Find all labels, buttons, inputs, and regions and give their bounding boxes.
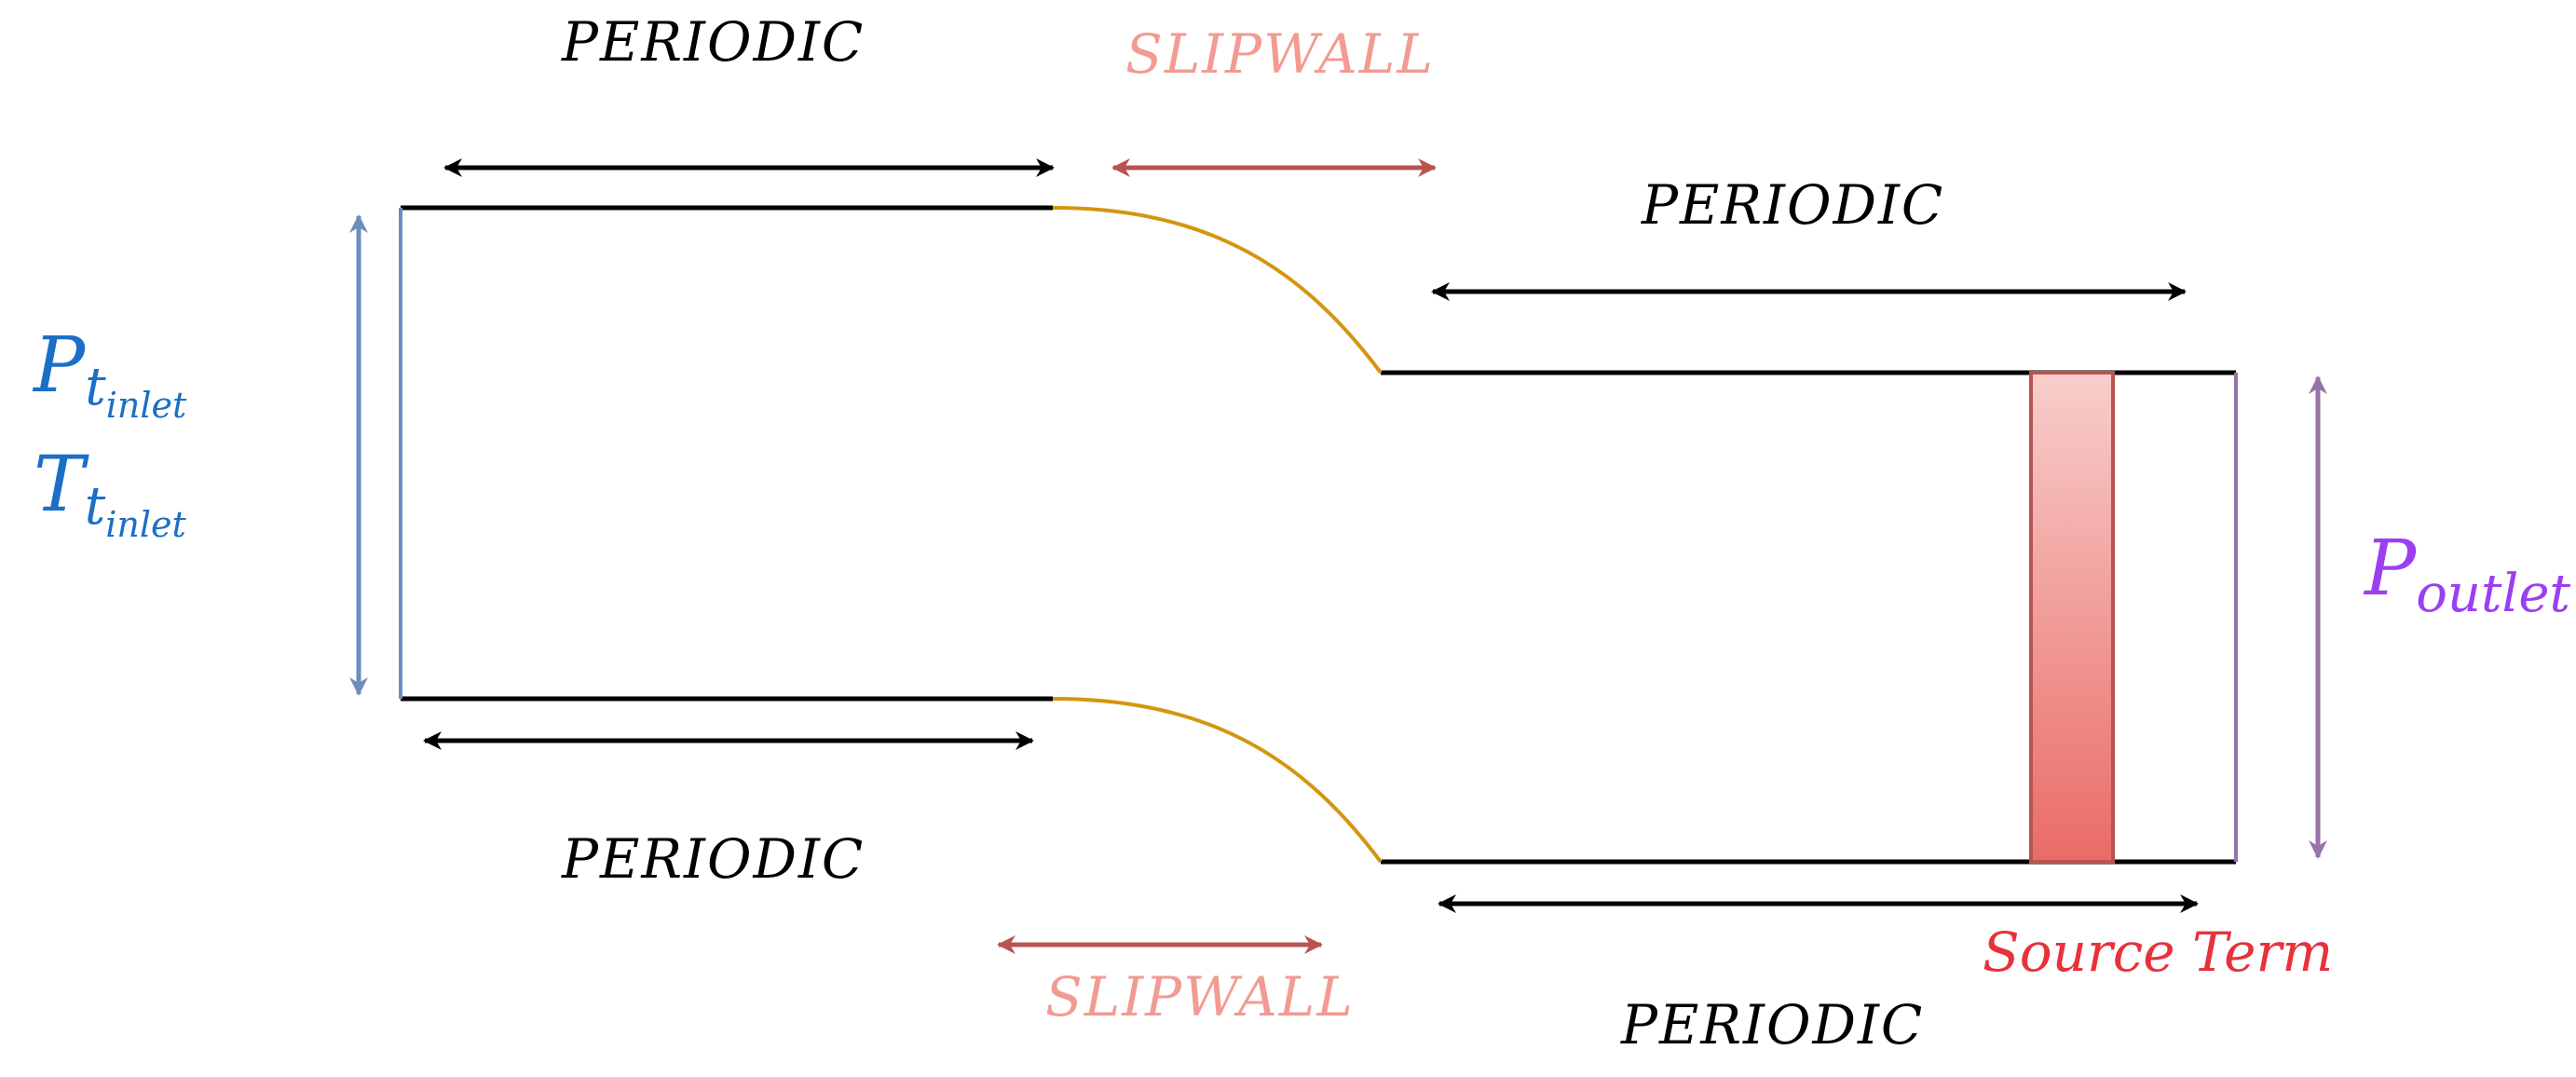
bottom-slipwall-curve: [1052, 697, 1383, 864]
label-periodic-top-left: PERIODIC: [561, 10, 865, 74]
label-periodic-bottom-left: PERIODIC: [561, 827, 865, 891]
inlet-pressure-subsub: inlet: [106, 385, 187, 426]
inlet-temperature-subsub: inlet: [105, 504, 186, 545]
inlet-temperature-symbol: T: [34, 441, 89, 529]
label-inlet-temperature: Ttinlet: [34, 441, 186, 545]
outlet-pressure-sub: outlet: [2416, 564, 2570, 624]
inlet-pressure-sub: t: [85, 357, 106, 417]
outlet-pressure-symbol: P: [2363, 525, 2418, 613]
inlet-temperature-sub: t: [85, 476, 106, 537]
label-source-term: Source Term: [1983, 920, 2333, 984]
label-periodic-bottom-right: PERIODIC: [1620, 993, 1924, 1057]
label-periodic-top-right: PERIODIC: [1641, 173, 1944, 237]
source-term-region: [2029, 371, 2115, 864]
label-outlet-pressure: Poutlet: [2363, 525, 2571, 624]
inlet-pressure-symbol: P: [32, 321, 87, 410]
label-slipwall-bottom: SLIPWALL: [1045, 965, 1355, 1029]
label-slipwall-top: SLIPWALL: [1125, 22, 1435, 86]
top-slipwall-curve: [1052, 206, 1383, 375]
label-inlet-pressure: Ptinlet: [32, 321, 187, 426]
